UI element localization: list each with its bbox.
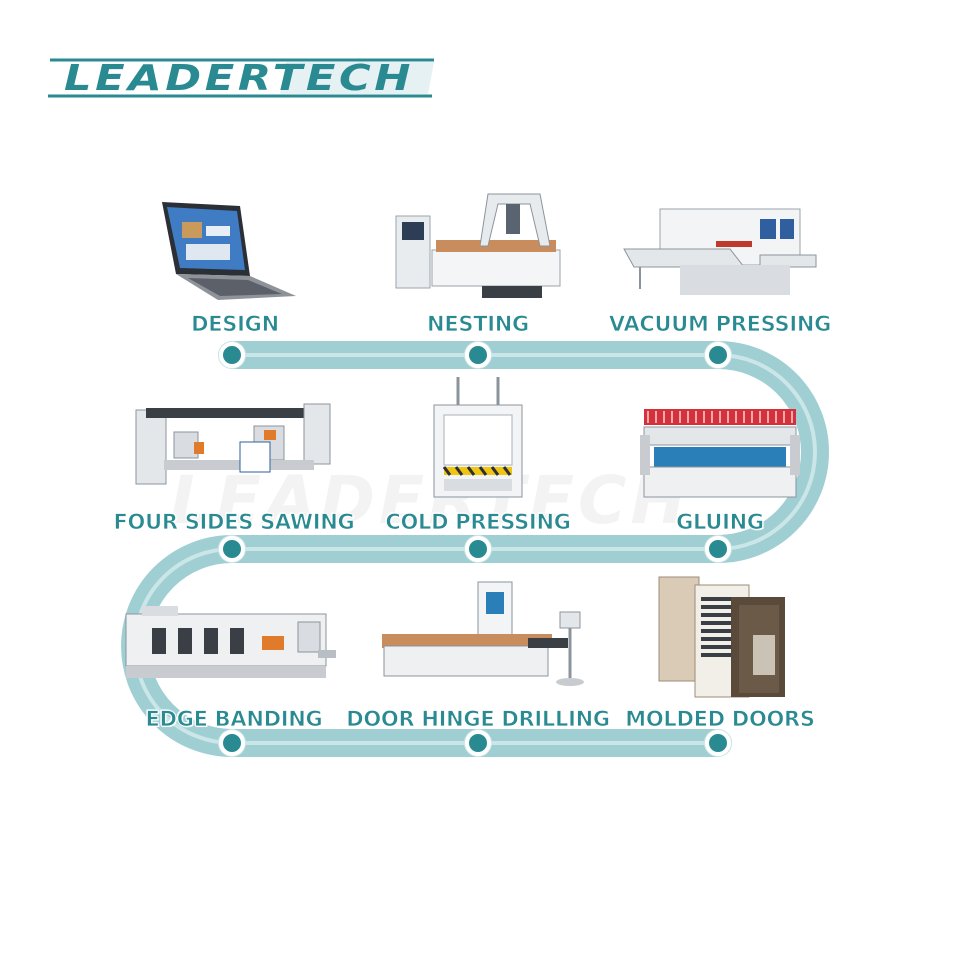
doors-icon [657, 575, 787, 701]
watermark: LEADERTECH [170, 462, 690, 539]
edge-bander-icon [122, 600, 338, 692]
cnc-router-icon [390, 190, 570, 302]
step-label-design: DESIGN [191, 312, 280, 337]
step-label-door-hinge-drilling: DOOR HINGE DRILLING [346, 707, 611, 732]
vacuum-press-icon [620, 205, 820, 303]
leadertech-logo: LEADERTECH [48, 58, 434, 99]
step-label-gluing: GLUING [676, 510, 765, 535]
step-dot-door-hinge-drilling [465, 730, 491, 756]
step-dot-nesting [465, 342, 491, 368]
step-dot-four-sides-sawing [219, 536, 245, 562]
cold-press-icon [428, 375, 528, 503]
logo-text: LEADERTECH [64, 58, 414, 99]
step-dot-design [219, 342, 245, 368]
step-label-molded-doors: MOLDED DOORS [625, 707, 816, 732]
saw-machine-icon [134, 390, 334, 490]
step-dot-gluing [705, 536, 731, 562]
step-label-four-sides-sawing: FOUR SIDES SAWING [113, 510, 355, 535]
step-dot-cold-pressing [465, 536, 491, 562]
step-label-cold-pressing: COLD PRESSING [385, 510, 571, 535]
step-label-vacuum-pressing: VACUUM PRESSING [608, 312, 832, 337]
step-label-nesting: NESTING [427, 312, 530, 337]
step-dot-molded-doors [705, 730, 731, 756]
step-dot-vacuum-pressing [705, 342, 731, 368]
step-label-edge-banding: EDGE BANDING [145, 707, 323, 732]
glue-roller-icon [640, 405, 800, 501]
laptop-icon [158, 200, 298, 308]
step-dot-edge-banding [219, 730, 245, 756]
hinge-drill-icon [378, 578, 600, 690]
